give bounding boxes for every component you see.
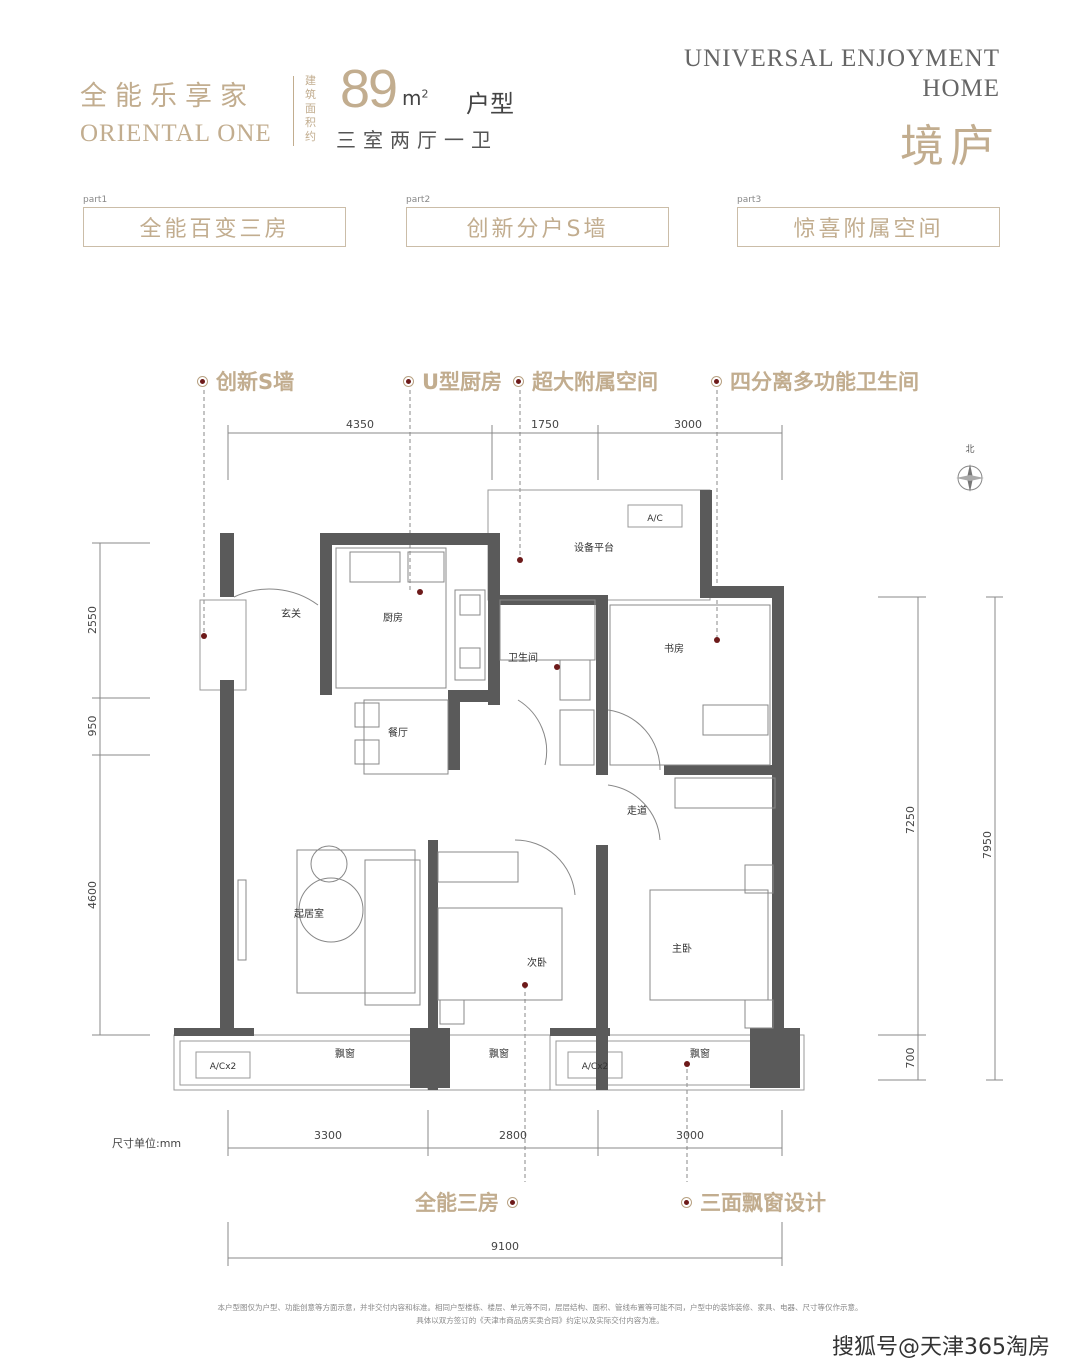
callout-extra-space: 超大附属空间	[513, 366, 658, 396]
callout-bay-windows: 三面飘窗设计	[681, 1187, 826, 1217]
part3-box: 惊喜附属空间	[737, 207, 1000, 247]
english-title-line2: HOME	[922, 75, 1000, 102]
marker-dots	[201, 557, 720, 1067]
callout-dot-icon	[197, 375, 208, 387]
dim-right-2: 700	[904, 1048, 917, 1069]
part2-box: 创新分户S墙	[406, 207, 669, 247]
room-entry: 玄关	[281, 607, 301, 620]
part3-tag: part3	[737, 195, 762, 205]
area-label: 建筑面积约	[305, 74, 316, 143]
area-unit-sup: 2	[421, 87, 429, 101]
dim-left-1: 2550	[86, 606, 99, 634]
area-unit-text: m	[402, 86, 422, 110]
chinese-title: 境庐	[900, 121, 1000, 172]
compass-icon: 北	[956, 444, 984, 492]
callout-dot-icon	[711, 375, 722, 387]
disclaimer-line2: 具体以双方签订的《天津市商品房买卖合同》约定以及实际交付内容为准。	[416, 1316, 664, 1325]
dim-bottom-1: 3300	[314, 1129, 342, 1142]
dim-right-1: 7250	[904, 806, 917, 834]
brand-english: ORIENTAL ONE	[80, 120, 272, 147]
callout-text: 四分离多功能卫生间	[730, 370, 919, 394]
brand-chinese: 全能乐享家	[80, 81, 255, 112]
room-bay-window-1: 飘窗	[335, 1047, 355, 1060]
callout-text: 三面飘窗设计	[700, 1191, 826, 1215]
room-dining: 餐厅	[388, 726, 408, 739]
ac-label-top: A/C	[647, 514, 662, 524]
walls	[174, 490, 800, 1090]
compass-north: 北	[965, 444, 974, 455]
callout-bathroom: 四分离多功能卫生间	[711, 366, 919, 396]
unit-note: 尺寸单位:mm	[112, 1137, 182, 1150]
callout-text: 超大附属空间	[532, 370, 658, 394]
room-study: 书房	[664, 642, 684, 655]
room-corridor: 走道	[627, 804, 647, 817]
header-divider	[293, 76, 294, 146]
area-value: 89	[340, 59, 398, 119]
callout-dot-icon	[403, 375, 414, 387]
ac-label-left: A/Cx2	[210, 1062, 237, 1072]
disclaimer-line1: 本户型图仅为户型、功能创意等方面示意，并非交付内容和标准。相同户型楼栋、楼层、单…	[217, 1303, 863, 1312]
part2-tag: part2	[406, 195, 431, 205]
room-living: 起居室	[294, 907, 324, 920]
room-summary: 三室两厅一卫	[336, 128, 498, 152]
room-platform: 设备平台	[574, 541, 614, 554]
dim-bottom-3: 3000	[676, 1129, 704, 1142]
callout-dot-icon	[513, 375, 524, 387]
callout-three-rooms: 全能三房	[415, 1187, 518, 1217]
callout-u-kitchen: U型厨房	[403, 366, 502, 396]
room-master-bed: 主卧	[672, 942, 692, 955]
dim-left-3: 4600	[86, 881, 99, 909]
type-label: 户型	[466, 90, 514, 118]
room-second-bed: 次卧	[527, 956, 547, 969]
dim-right-outer: 7950	[981, 831, 994, 859]
english-title-line1: UNIVERSAL ENJOYMENT	[684, 45, 1000, 72]
watermark: 搜狐号@天津365淘房	[832, 1335, 1050, 1360]
ac-label-mid: A/Cx2	[582, 1062, 609, 1072]
part1-box: 全能百变三房	[83, 207, 346, 247]
callout-text: 创新S墙	[216, 370, 295, 394]
part1-tag: part1	[83, 195, 108, 205]
room-bay-window-3: 飘窗	[690, 1047, 710, 1060]
dim-top-2: 1750	[531, 418, 559, 431]
callout-text: U型厨房	[422, 370, 503, 394]
room-kitchen: 厨房	[383, 611, 403, 624]
callout-dot-icon	[507, 1196, 518, 1208]
dim-total: 9100	[491, 1240, 519, 1253]
dim-bottom-2: 2800	[499, 1129, 527, 1142]
callout-s-wall: 创新S墙	[197, 366, 294, 396]
ac-unit-left	[195, 1051, 251, 1079]
room-bath: 卫生间	[508, 651, 538, 664]
room-bay-window-2: 飘窗	[489, 1047, 509, 1060]
dim-left-2: 950	[86, 716, 99, 737]
callout-text: 全能三房	[415, 1191, 499, 1215]
ac-unit-mid	[567, 1051, 623, 1079]
dim-top-3: 3000	[674, 418, 702, 431]
area-unit: m2	[402, 86, 428, 110]
callout-dot-icon	[681, 1196, 692, 1208]
bay-window-frame	[549, 1034, 805, 1091]
ac-unit-top	[627, 504, 683, 528]
furniture	[233, 547, 776, 1029]
dim-top-1: 4350	[346, 418, 374, 431]
english-title: UNIVERSAL ENJOYMENT HOME	[684, 44, 1000, 104]
